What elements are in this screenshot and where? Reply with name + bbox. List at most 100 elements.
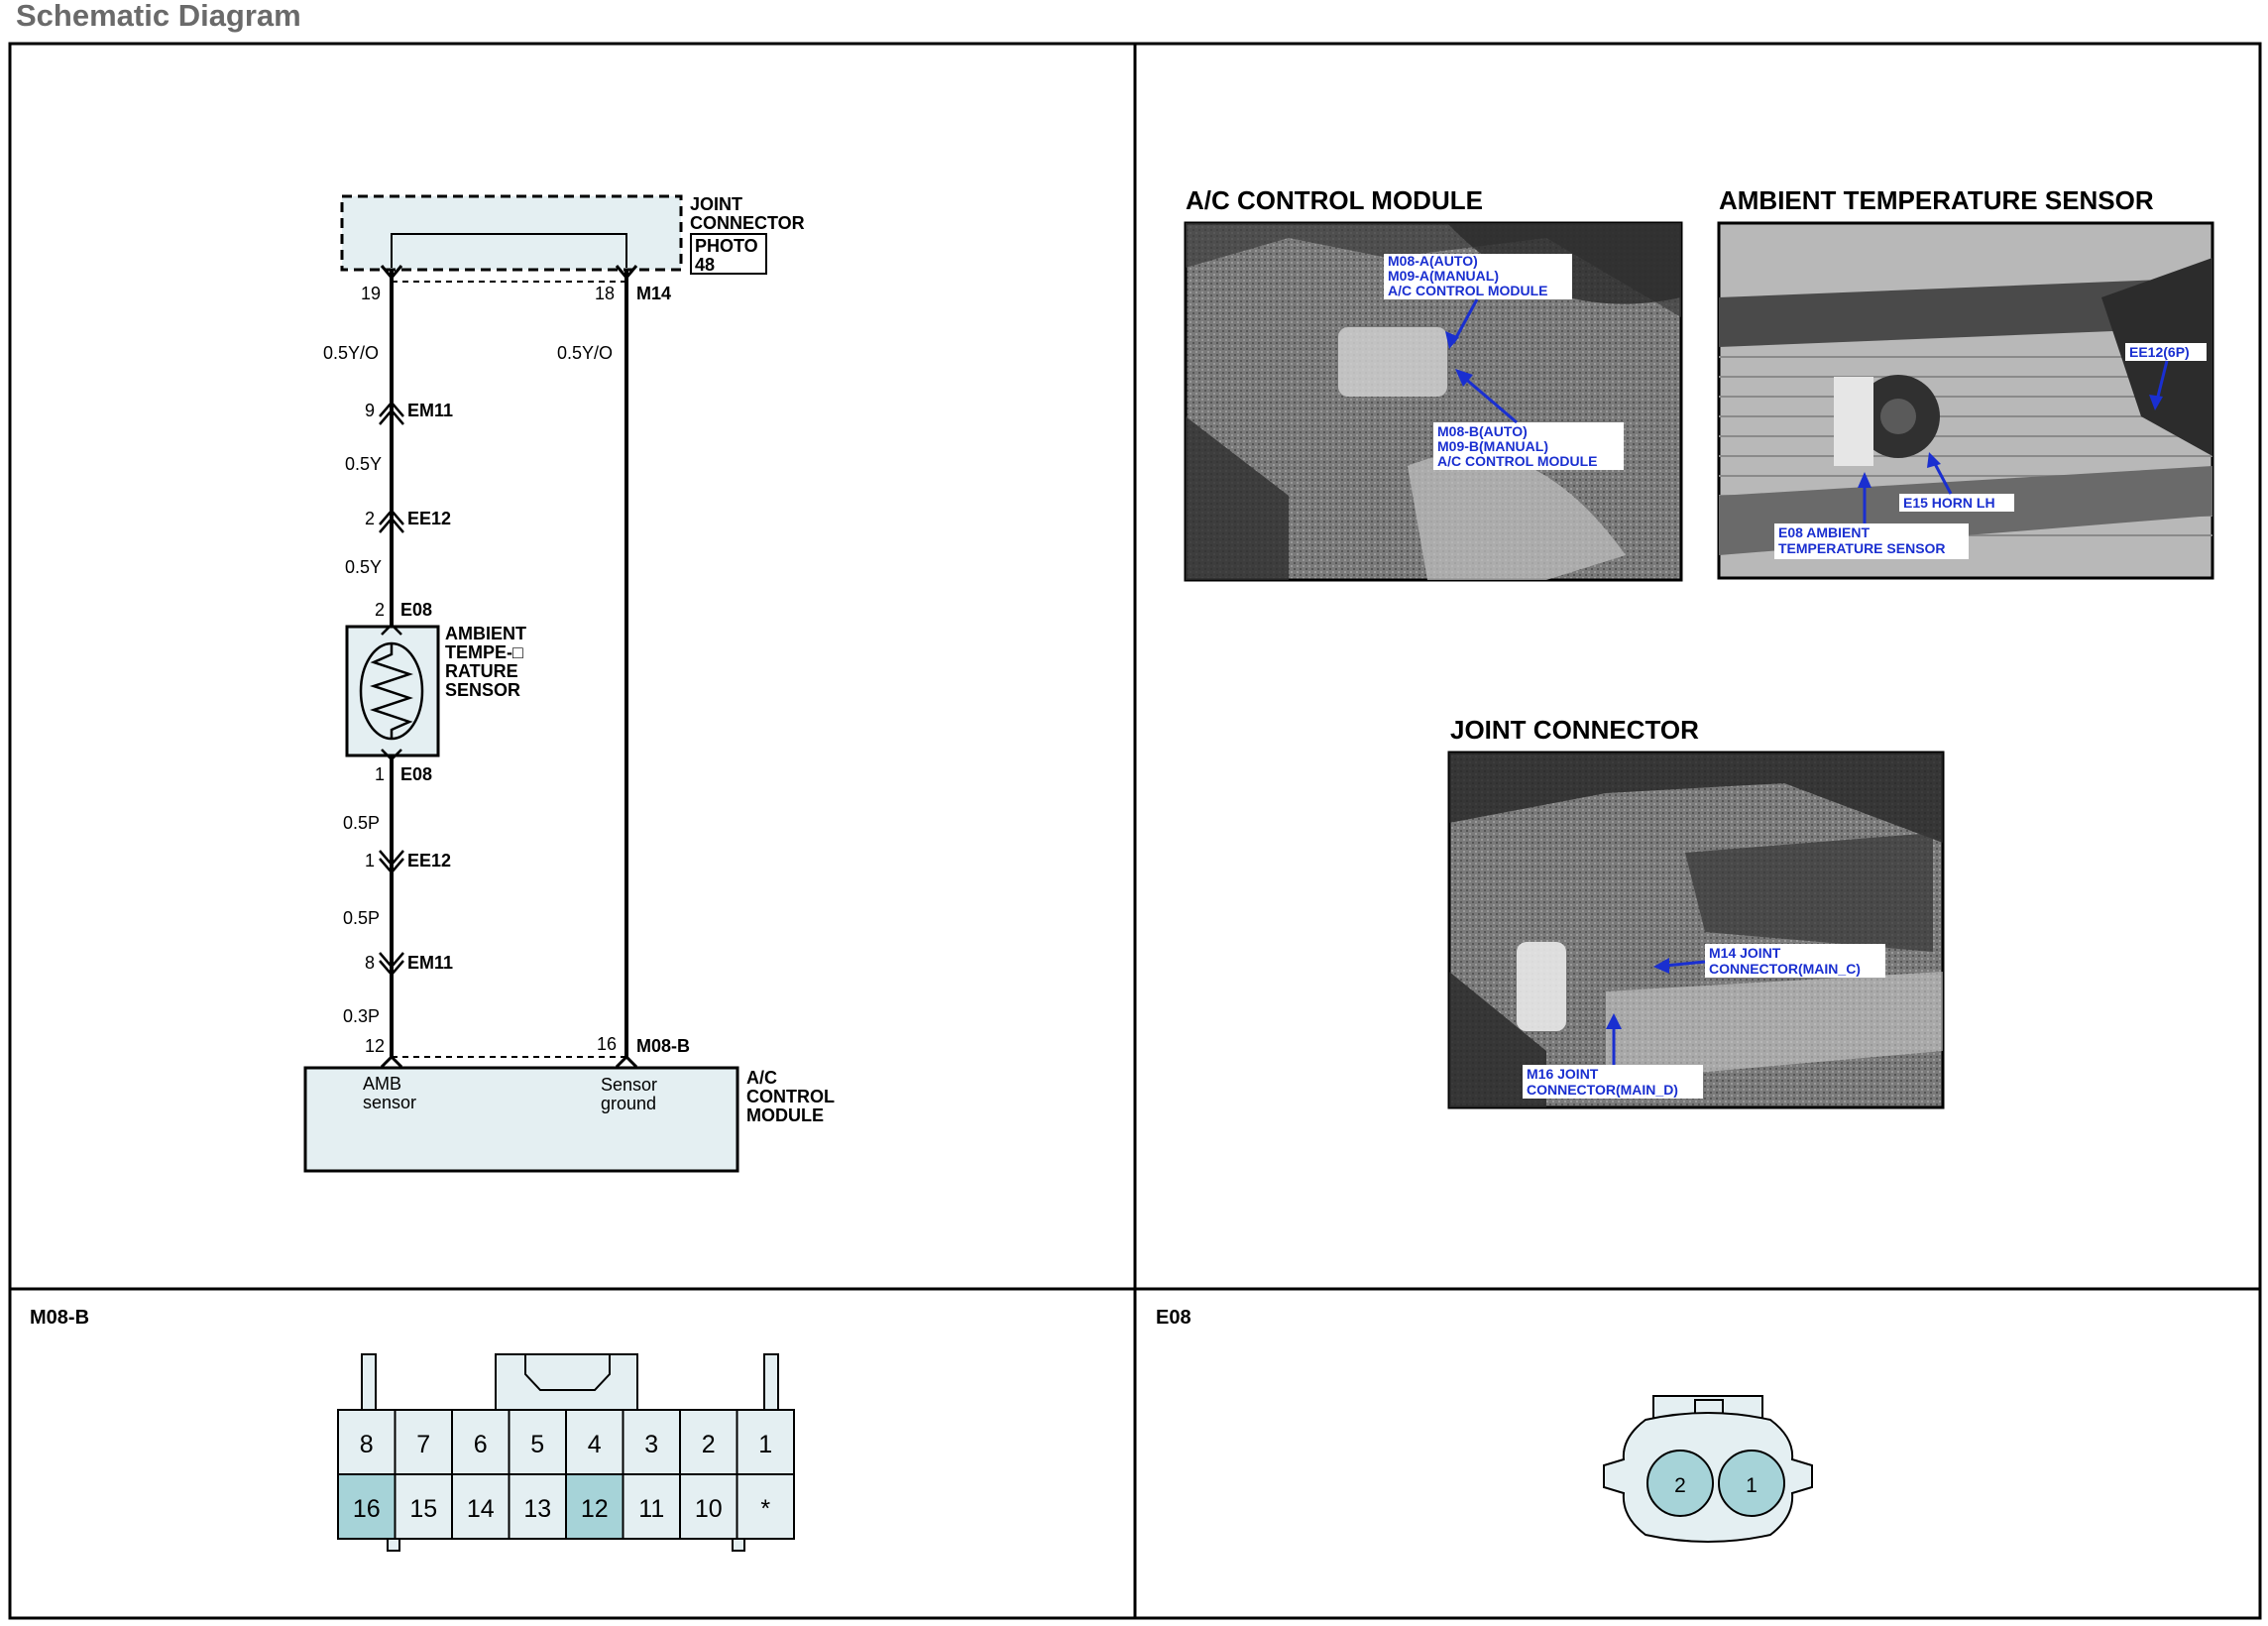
- ee12-bottom-connector-icon: [379, 850, 404, 867]
- ac-callout-2-line-2: M09-B(MANUAL): [1437, 438, 1548, 454]
- wire-spec-05y-b: 0.5Y: [345, 557, 382, 577]
- m08b-latch-icon: [495, 1353, 638, 1411]
- wire-spec-05p-a: 0.5P: [343, 813, 380, 833]
- em11-bottom-pin: 8: [365, 953, 375, 973]
- m14-callout-line-1: M14 JOINT: [1709, 945, 1781, 961]
- sensor-label-1: AMBIENT: [445, 624, 526, 643]
- ac-module-label-1: A/C: [746, 1068, 777, 1088]
- e08-bottom-pin: 1: [375, 764, 385, 784]
- m08b-pin-cell: [394, 1409, 453, 1475]
- m14-callout-line-2: CONNECTOR(MAIN_C): [1709, 961, 1861, 977]
- ambient-sensor-title: AMBIENT TEMPERATURE SENSOR: [1719, 185, 2154, 215]
- m08b-pin-cell: [622, 1473, 681, 1540]
- wire-spec-05y-a: 0.5Y: [345, 454, 382, 474]
- ac-callout-2-line-1: M08-B(AUTO): [1437, 423, 1528, 439]
- pin12-arrow-icon: [380, 1054, 403, 1069]
- ee12-top-pin: 2: [365, 509, 375, 528]
- ac-module-label-3: MODULE: [746, 1105, 824, 1125]
- joint-connector-title: JOINT CONNECTOR: [1450, 715, 1699, 745]
- em11-bottom-label: EM11: [407, 953, 453, 973]
- ac-callout-1-line-3: A/C CONTROL MODULE: [1388, 283, 1548, 298]
- wire-spec-05p-b: 0.5P: [343, 908, 380, 928]
- ac-callout-1-line-1: M08-A(AUTO): [1388, 253, 1478, 269]
- frame: [8, 42, 2262, 1620]
- joint-connector-label-2: CONNECTOR: [690, 213, 805, 233]
- m08b-pin-label: 3: [644, 1431, 658, 1458]
- pin-19: 19: [361, 284, 381, 303]
- pin-18: 18: [595, 284, 615, 303]
- m08b-pin-label: 13: [523, 1495, 551, 1523]
- m08b-pin-cell: [736, 1409, 795, 1475]
- em11-top-pin: 9: [365, 401, 375, 420]
- m08b-pin-label: 12: [581, 1495, 609, 1523]
- pin-12: 12: [365, 1036, 385, 1056]
- horn-callout: E15 HORN LH: [1903, 495, 1995, 511]
- photo-ref-box: [690, 233, 767, 275]
- m08b-pin-label: 5: [530, 1431, 544, 1458]
- wire-spec-left-top: 0.5Y/O: [323, 343, 379, 363]
- ac-control-module-photo-panel: A/C CONTROL MODULE M08-A(AUTO)M09-A(MANU…: [1184, 185, 1683, 582]
- m08b-pin-label: 11: [638, 1495, 664, 1523]
- ee12-bottom-pin: 1: [365, 851, 375, 871]
- e08-pin-cell: [1718, 1450, 1785, 1517]
- m08b-pin-label: 10: [695, 1495, 723, 1523]
- ac-module-label-2: CONTROL: [746, 1087, 835, 1106]
- sensor-label-2: TEMPE-□: [445, 642, 523, 662]
- e08-callout-line-2: TEMPERATURE SENSOR: [1778, 540, 1946, 556]
- pin19-arrow-icon: [380, 265, 403, 281]
- m08b-pin-label: 6: [474, 1431, 488, 1458]
- ac-callout-2-line-3: A/C CONTROL MODULE: [1437, 453, 1598, 469]
- m08b-pin-label: 16: [353, 1495, 381, 1523]
- m08b-pin-label: 1: [758, 1431, 772, 1458]
- m08b-pin-cell: [736, 1473, 795, 1540]
- amb-label-1: AMB: [363, 1074, 401, 1094]
- e08-top-label: E08: [400, 600, 432, 620]
- horn-callout-arrow-icon: [1927, 452, 1941, 468]
- ambient-sensor-photo-panel: AMBIENT TEMPERATURE SENSOR EE12(6P) E15 …: [1717, 185, 2214, 580]
- sensor-ground-label-2: ground: [601, 1094, 656, 1113]
- e08-pin-label: 2: [1674, 1474, 1686, 1497]
- m08b-pin-label: 15: [409, 1495, 437, 1523]
- joint-connector-label-1: JOINT: [690, 194, 742, 214]
- ee12-top-label: EE12: [407, 509, 451, 528]
- amb-label-2: sensor: [363, 1093, 416, 1112]
- em11-top-connector-icon: [379, 401, 404, 417]
- e08-callout-line-1: E08 AMBIENT: [1778, 524, 1871, 540]
- m08b-pin-cell: [337, 1473, 397, 1540]
- svg-text:M08-A(AUTO)M09-A(MANUAL)A/C CO: M08-A(AUTO)M09-A(MANUAL)A/C CONTROL MODU…: [1388, 253, 1548, 298]
- photo-ref-number: 48: [695, 255, 715, 275]
- ee12-top-connector-icon: [379, 509, 404, 525]
- m08b-pin-cell: [508, 1473, 567, 1540]
- m14-label: M14: [636, 284, 671, 303]
- m08b-pin-label: 14: [467, 1495, 495, 1523]
- pin18-arrow-icon: [615, 265, 638, 281]
- m14-callout-arrow-icon: [1653, 958, 1669, 974]
- em11-bottom-connector-icon: [379, 952, 404, 969]
- svg-text:M08-B(AUTO)M09-B(MANUAL)A/C CO: M08-B(AUTO)M09-B(MANUAL)A/C CONTROL MODU…: [1437, 423, 1598, 469]
- ac-callout-2-arrow-icon: [1455, 369, 1473, 387]
- m08b-pin-label: 8: [360, 1431, 374, 1458]
- sensor-label-4: SENSOR: [445, 680, 520, 700]
- m08b-pin-label: 2: [702, 1431, 716, 1458]
- m08b-pin-label: *: [760, 1495, 770, 1523]
- m08b-connector-title: M08-B: [30, 1307, 89, 1329]
- ee12-bottom-label: EE12: [407, 851, 451, 871]
- e08-callout-arrow-icon: [1858, 472, 1871, 488]
- m08b-pin-cell: [451, 1473, 510, 1540]
- e08-pin-label: 1: [1746, 1474, 1758, 1497]
- photo-ref-label: PHOTO: [695, 236, 758, 256]
- e08-pin-cell: [1646, 1450, 1714, 1517]
- pin16-arrow-icon: [615, 1054, 638, 1069]
- m16-callout-line-1: M16 JOINT: [1527, 1066, 1599, 1082]
